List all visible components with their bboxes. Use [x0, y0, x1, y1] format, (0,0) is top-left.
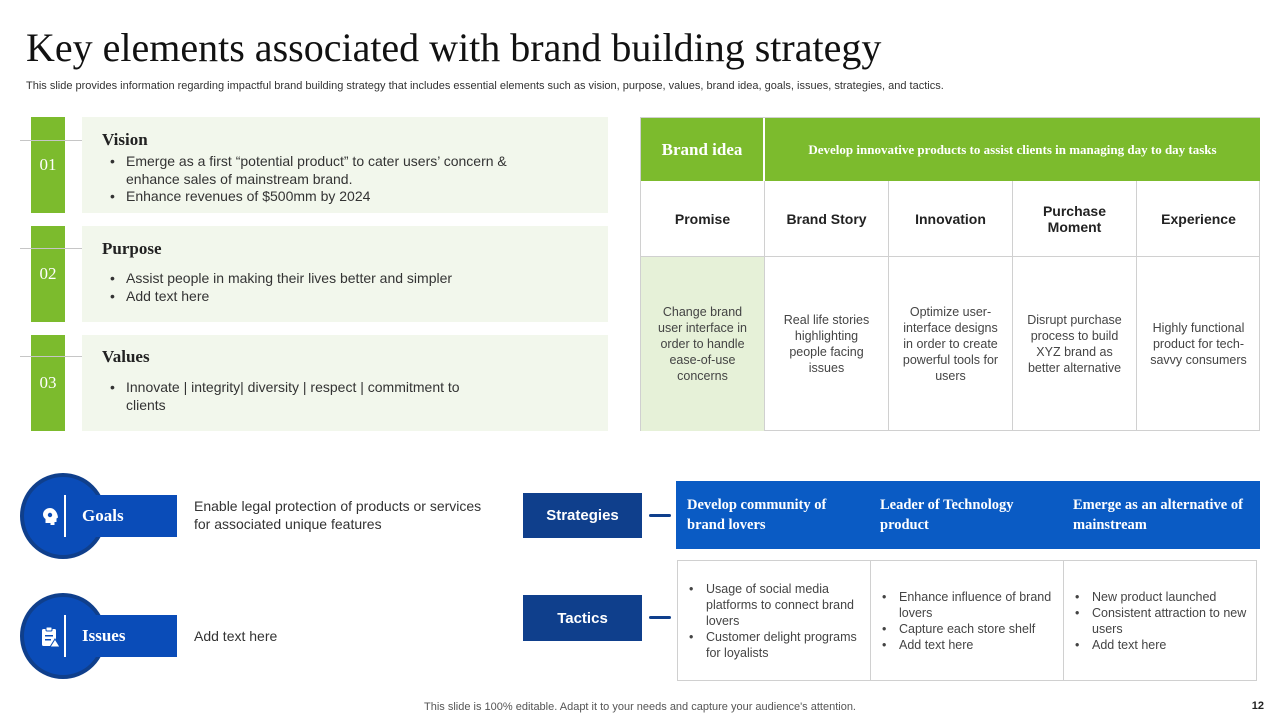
goals-label: Goals — [64, 495, 177, 537]
strategies-band: Develop community of brand lovers Leader… — [676, 481, 1260, 549]
element-heading: Values — [102, 347, 150, 366]
column-header: Innovation — [889, 181, 1012, 257]
strategy-item: Develop community of brand lovers — [687, 497, 827, 533]
element-heading: Purpose — [102, 239, 162, 258]
element-number: 01 — [31, 117, 65, 213]
brand-column-promise: Promise Change brand user interface in o… — [641, 181, 765, 431]
bullet-item: Consistent attraction to new users — [1074, 605, 1249, 637]
bullet-item: Customer delight programs for loyalists — [688, 629, 862, 661]
bullet-item: Enhance influence of brand lovers — [881, 589, 1055, 621]
tactics-bullets: Enhance influence of brand lovers Captur… — [871, 589, 1063, 653]
bullet-item: Emerge as a first “potential product” to… — [108, 153, 528, 188]
connector-line — [20, 140, 102, 141]
clipboard-alert-icon — [38, 625, 62, 649]
element-bullets: Emerge as a first “potential product” to… — [108, 153, 528, 206]
page-number: 12 — [1251, 700, 1264, 712]
column-header: Experience — [1137, 181, 1260, 257]
issues-text: Add text here — [194, 628, 278, 644]
strategies-box: Strategies — [523, 493, 642, 538]
column-body: Change brand user interface in order to … — [641, 257, 764, 431]
tactics-connector — [649, 616, 671, 619]
tactics-table: Usage of social media platforms to conne… — [677, 560, 1257, 681]
tactics-bullets: Usage of social media platforms to conne… — [678, 581, 870, 661]
slide-footer: This slide is 100% editable. Adapt it to… — [424, 701, 856, 713]
column-header: Brand Story — [765, 181, 888, 257]
brand-column-experience: Experience Highly functional product for… — [1137, 181, 1260, 431]
element-heading: Vision — [102, 130, 148, 149]
tactics-column: New product launched Consistent attracti… — [1064, 561, 1257, 680]
element-vision: 01 Vision Emerge as a first “potential p… — [20, 117, 610, 213]
issues-badge: Issues — [20, 593, 178, 679]
issues-label: Issues — [64, 615, 177, 657]
tactics-column: Usage of social media platforms to conne… — [678, 561, 871, 680]
column-body: Real life stories highlighting people fa… — [783, 313, 870, 375]
brain-gear-icon — [38, 505, 62, 529]
brand-column-innovation: Innovation Optimize user-interface desig… — [889, 181, 1013, 431]
bullet-item: New product launched — [1074, 589, 1249, 605]
tactics-box: Tactics — [523, 595, 642, 641]
slide-title: Key elements associated with brand build… — [26, 25, 882, 70]
strategies-connector — [649, 514, 671, 517]
bullet-item: Add text here — [108, 288, 528, 306]
brand-table: Brand idea Develop innovative products t… — [640, 117, 1260, 431]
column-body: Optimize user-interface designs in order… — [902, 305, 999, 383]
brand-idea-text: Develop innovative products to assist cl… — [765, 118, 1260, 181]
column-header: Promise — [641, 181, 764, 257]
tactics-column: Enhance influence of brand lovers Captur… — [871, 561, 1064, 680]
column-body: Disrupt purchase process to build XYZ br… — [1027, 313, 1122, 375]
bullet-item: Enhance revenues of $500mm by 2024 — [108, 188, 528, 206]
brand-column-story: Brand Story Real life stories highlighti… — [765, 181, 889, 431]
element-card: Values Innovate | integrity| diversity |… — [82, 335, 608, 431]
element-number: 03 — [31, 335, 65, 431]
column-body: Highly functional product for tech-savvy… — [1150, 321, 1247, 367]
brand-idea-label: Brand idea — [641, 118, 764, 181]
element-number: 02 — [31, 226, 65, 322]
brand-column-purchase: Purchase Moment Disrupt purchase process… — [1013, 181, 1137, 431]
bullet-item: Innovate | integrity| diversity | respec… — [108, 379, 488, 414]
element-card: Vision Emerge as a first “potential prod… — [82, 117, 608, 213]
goals-badge: Goals — [20, 473, 178, 559]
strategy-item: Leader of Technology product — [880, 497, 1014, 533]
bullet-item: Add text here — [881, 637, 1055, 653]
element-card: Purpose Assist people in making their li… — [82, 226, 608, 322]
element-bullets: Assist people in making their lives bett… — [108, 270, 528, 305]
connector-line — [20, 356, 102, 357]
goals-text: Enable legal protection of products or s… — [194, 498, 482, 532]
bullet-item: Assist people in making their lives bett… — [108, 270, 528, 288]
tactics-bullets: New product launched Consistent attracti… — [1064, 589, 1257, 653]
strategy-item: Emerge as an alternative of mainstream — [1073, 497, 1243, 533]
slide-subtitle: This slide provides information regardin… — [26, 80, 944, 92]
bullet-item: Usage of social media platforms to conne… — [688, 581, 862, 629]
element-purpose: 02 Purpose Assist people in making their… — [20, 226, 610, 322]
bullet-item: Capture each store shelf — [881, 621, 1055, 637]
column-header: Purchase Moment — [1013, 181, 1136, 257]
element-values: 03 Values Innovate | integrity| diversit… — [20, 335, 610, 431]
connector-line — [20, 248, 102, 249]
element-bullets: Innovate | integrity| diversity | respec… — [108, 379, 488, 414]
bullet-item: Add text here — [1074, 637, 1249, 653]
